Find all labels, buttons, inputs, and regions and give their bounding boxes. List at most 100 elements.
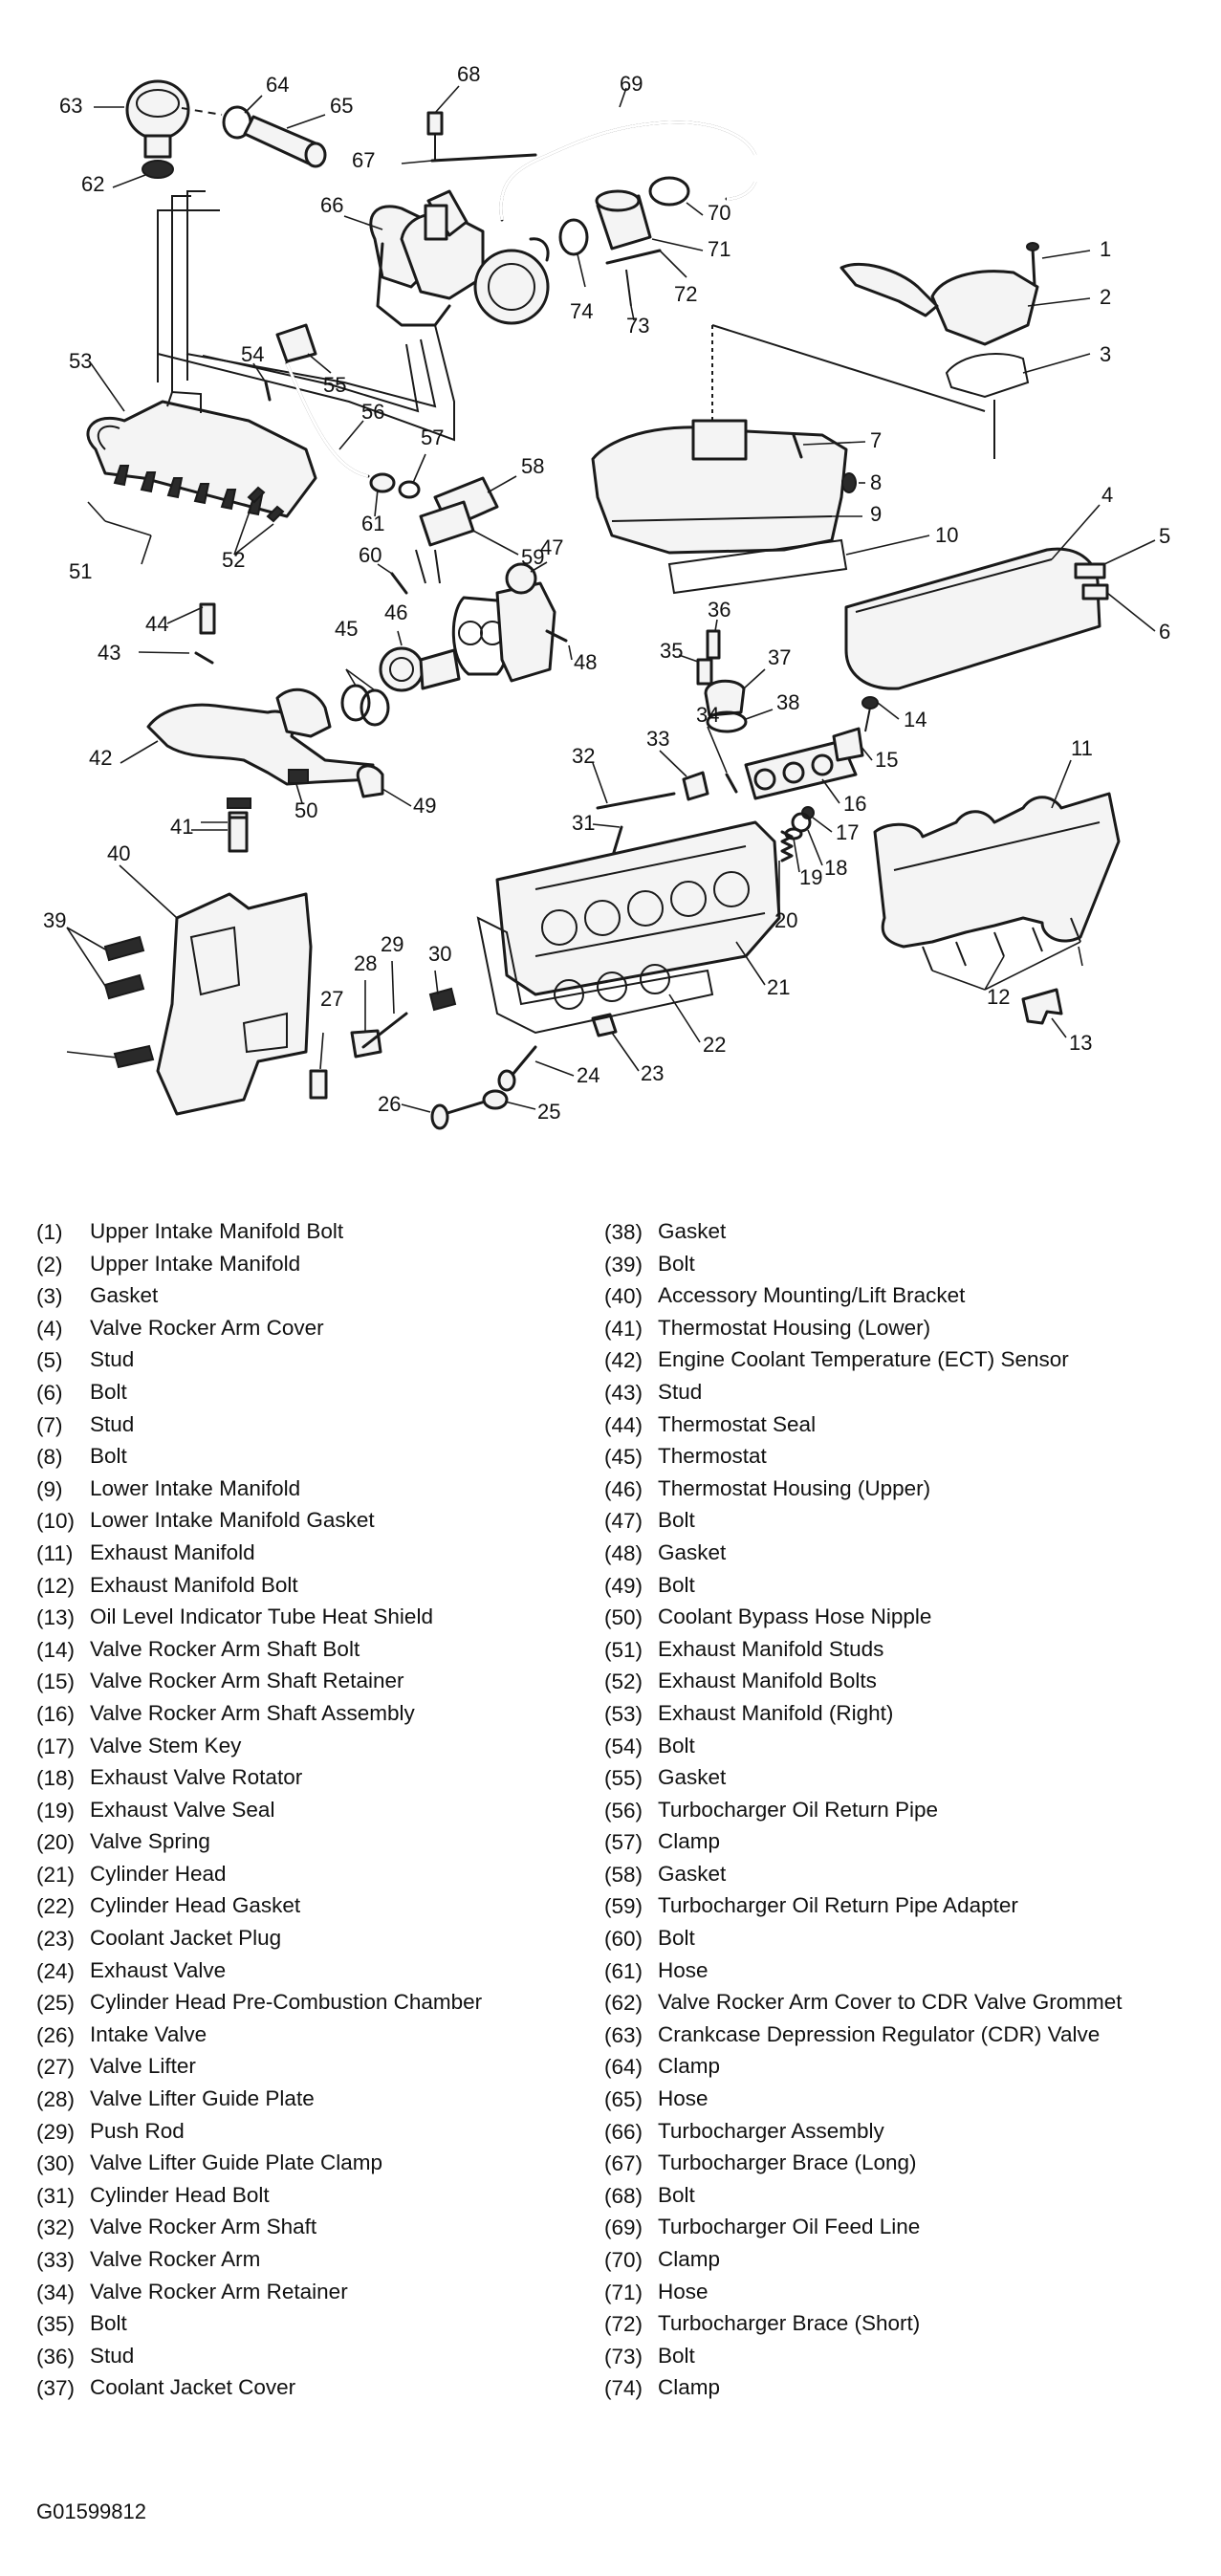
legend-row: (43)Stud [604,1377,1197,1409]
callout-number: 59 [521,545,544,569]
thermostat-upper-flange [495,561,556,683]
legend-row: (51) Exhaust Manifold Studs [604,1634,1197,1667]
turbo-bolt-68-part [426,85,460,161]
legend-part-name: Exhaust Manifold Bolts [658,1669,877,1693]
legend-number: (51) [604,1637,643,1662]
turbocharger-assembly-part [343,189,550,327]
legend-row: (21)Cylinder Head [36,1859,600,1891]
legend-row: (13)Oil Level Indicator Tube Heat Shield [36,1602,600,1634]
legend-part-name: Valve Rocker Arm Retainer [90,2279,348,2303]
callout-number: 53 [69,349,92,373]
callout-number: 61 [361,512,384,535]
legend-row: (23)Coolant Jacket Plug [36,1923,600,1955]
exhaust-manifold-left-part [873,759,1121,949]
bolt-47-part [545,629,573,661]
callout-number: 29 [381,932,403,956]
callout-number: 63 [59,94,82,118]
legend-part-name: Exhaust Valve Rotator [90,1765,303,1790]
legend-number: (65) [604,2087,643,2112]
legend-row: (52)Exhaust Manifold Bolts [604,1666,1197,1698]
legend-part-name: Valve Lifter [90,2054,196,2079]
legend-part-name: Bolt [90,1444,127,1469]
legend-number: (1) [36,1220,63,1244]
callout-number: 51 [69,559,92,583]
callout-number: 57 [421,426,444,449]
legend-part-name: Crankcase Depression Regulator (CDR) Val… [658,2021,1101,2046]
callout-number: 15 [875,748,898,772]
legend-row: (45)Thermostat [604,1441,1197,1474]
adapter-bolts [415,549,441,584]
legend-part-name: Valve Rocker Arm Shaft [90,2215,317,2239]
callout-number: 37 [768,645,791,669]
legend-number: (68) [604,2183,643,2208]
callout-number: 25 [537,1100,560,1124]
legend-number: (25) [36,1991,76,2016]
upper-intake-manifold-part [839,263,1091,346]
legend-number: (37) [36,2376,76,2401]
callout-number: 42 [89,746,112,770]
legend-part-name: Thermostat [658,1444,767,1469]
bolt-54-part [252,362,272,402]
callout-number: 3 [1100,342,1111,366]
cdr-valve-part [94,79,190,159]
legend-part-name: Turbocharger Oil Feed Line [658,2215,921,2239]
legend-part-name: Bolt [658,2343,695,2368]
legend-number: (59) [604,1894,643,1919]
legend-part-name: Exhaust Manifold Studs [658,1636,884,1661]
callout-number: 31 [572,811,595,835]
legend-row: (53)Exhaust Manifold (Right) [604,1698,1197,1731]
legend-row: (46) Thermostat Housing (Upper) [604,1474,1197,1506]
upper-intake-bolt-part [1026,242,1091,287]
legend-row: (16)Valve Rocker Arm Shaft Assembly [36,1698,600,1731]
legend-number: (4) [36,1316,63,1341]
callout-number: 48 [574,650,597,674]
legend-part-name: Cylinder Head Pre-Combustion Chamber [90,1990,483,2015]
callout-number: 21 [767,975,790,999]
legend-number: (34) [36,2280,76,2304]
callout-number: 56 [361,400,384,424]
callout-number: 50 [294,798,317,822]
legend-part-name: Bolt [658,1508,695,1533]
legend-part-name: Push Rod [90,2118,185,2143]
legend-number: (61) [604,1958,643,1983]
legend-number: (74) [604,2376,643,2401]
thermostat-seal-part [166,602,216,635]
legend-row: (37)Coolant Jacket Cover [36,2372,600,2405]
callout-number: 46 [384,600,407,624]
turbo-bolt-73-part [625,269,635,321]
legend-row: (31)Cylinder Head Bolt [36,2180,600,2213]
turbo-oil-feed-line-part [499,87,757,222]
legend-number: (73) [604,2344,643,2369]
legend-number: (33) [36,2248,76,2272]
callout-number: 7 [870,428,882,452]
legend-part-name: Thermostat Housing (Upper) [658,1475,931,1500]
legend-row: (70)Clamp [604,2244,1197,2277]
turbo-hose-71-part [595,189,704,251]
rocker-arm-part [659,750,709,801]
legend-number: (46) [604,1476,643,1501]
legend-number: (11) [36,1540,74,1565]
legend-number: (55) [604,1766,643,1791]
legend-row: (3)Gasket [36,1280,600,1313]
legend-number: (56) [604,1798,643,1823]
legend-number: (19) [36,1798,76,1823]
legend-row: (6)Bolt [36,1377,600,1409]
legend-number: (48) [604,1540,643,1565]
legend-row: (57)Clamp [604,1826,1197,1859]
callout-number: 20 [774,908,797,932]
legend-number: (60) [604,1927,643,1952]
coolant-jacket-cover-part [704,668,766,717]
legend-number: (49) [604,1573,643,1598]
legend-number: (24) [36,1958,76,1983]
legend-part-name: Lower Intake Manifold [90,1475,301,1500]
legend-number: (17) [36,1734,76,1758]
legend-part-name: Gasket [90,1283,159,1308]
legend-row: (74)Clamp [604,2372,1197,2405]
callout-number: 4 [1101,483,1113,507]
turbo-return-adapter-part [419,500,519,556]
legend-row: (58)Gasket [604,1859,1197,1891]
callout-number: 28 [354,951,377,975]
stud-36-part [706,619,721,660]
legend-row: (71)Hose [604,2277,1197,2309]
legend-part-name: Valve Rocker Arm Cover [90,1315,324,1340]
